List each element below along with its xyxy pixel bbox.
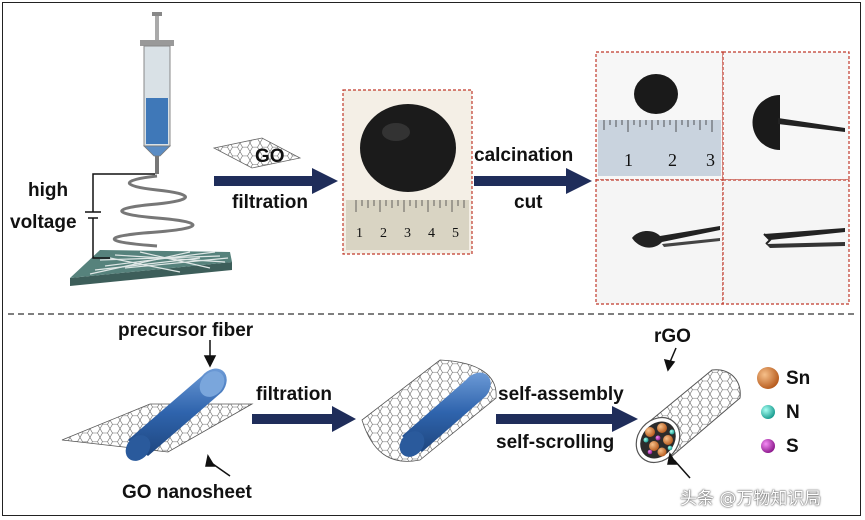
ruler-b-tick-3: 3 [706, 150, 715, 170]
ruler-a-tick-3: 3 [404, 226, 411, 241]
rgo-tube [635, 369, 741, 464]
arrow-rgo [663, 347, 677, 372]
arrow-nanosheet [205, 453, 231, 477]
ruler-b-tick-2: 2 [668, 150, 677, 170]
go-sheet-top [212, 137, 302, 169]
ruler-a-tick-4: 4 [428, 226, 435, 241]
voltage-circuit [85, 173, 155, 259]
legend-s-dot [761, 439, 775, 453]
legend-sn-dot [757, 367, 779, 389]
legend-s-label: S [786, 436, 799, 457]
arrow-calcination [474, 168, 592, 194]
watermark: 头条 @万物知识局 [680, 489, 822, 509]
collector-plate [70, 250, 232, 286]
ruler-b-ticks [603, 120, 713, 132]
precursor-fiber [125, 368, 227, 461]
wrapped-fiber [399, 372, 491, 457]
cut-label: cut [514, 192, 543, 213]
precursor-fiber-label: precursor fiber [118, 320, 254, 341]
ruler-a-tick-5: 5 [452, 226, 459, 241]
ruler-a-ticks [355, 200, 465, 212]
syringe [140, 12, 174, 174]
ruler-a-tick-2: 2 [380, 226, 387, 241]
photo-membrane [342, 89, 473, 255]
go-label: GO [255, 146, 285, 167]
legend-n-dot [761, 405, 775, 419]
tube-particles [643, 423, 675, 457]
high-label: high [28, 180, 69, 201]
self-scrolling-label: self-scrolling [496, 432, 615, 453]
arrow-tube-core [667, 451, 691, 479]
voltage-label: voltage [10, 212, 77, 233]
arrow-precursor [203, 340, 217, 368]
go-nanosheet-label: GO nanosheet [122, 482, 252, 503]
filtration-label-bottom: filtration [256, 384, 332, 405]
photo-grid [595, 51, 850, 305]
arrow-self-assembly [496, 406, 638, 432]
legend-n-label: N [786, 402, 800, 423]
legend-sn-label: Sn [786, 368, 811, 389]
ruler-b-tick-1: 1 [624, 150, 633, 170]
ruler-a-tick-1: 1 [356, 226, 363, 241]
spinning-jet [113, 174, 195, 248]
calcination-label: calcination [474, 145, 574, 166]
arrow-filtration-top [214, 168, 338, 194]
self-assembly-label: self-assembly [498, 384, 624, 405]
rgo-label: rGO [654, 326, 691, 347]
filtration-label-top: filtration [232, 192, 308, 213]
arrow-filtration-bottom [252, 406, 356, 432]
